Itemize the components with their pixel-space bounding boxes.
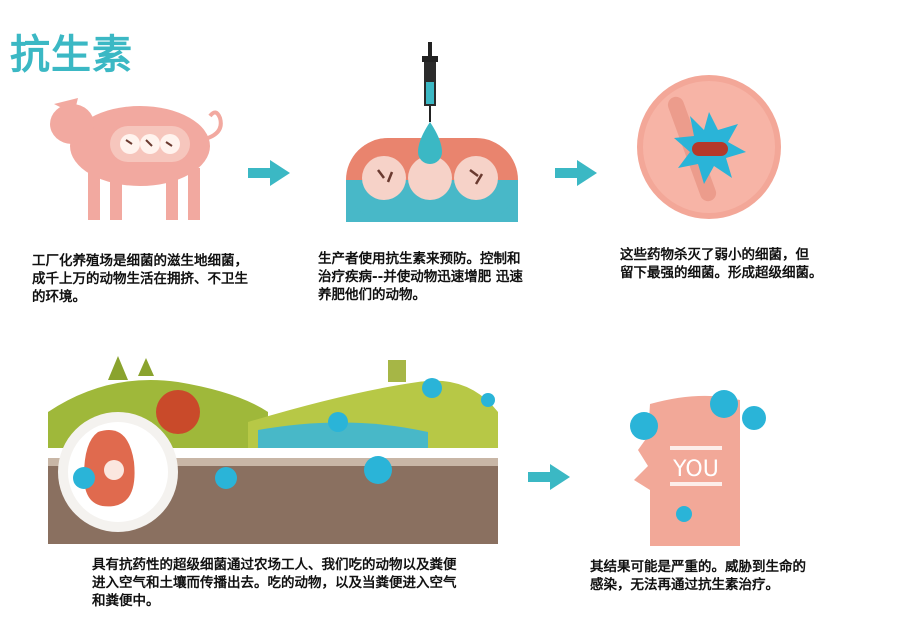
- pig-icon: [50, 98, 223, 220]
- caption-farm: 工厂化养殖场是细菌的滋生地细菌， 成千上万的动物生活在拥挤、不卫生 的环境。: [32, 253, 248, 305]
- head-sign-text: YOU: [672, 457, 719, 482]
- arrow-icon: [555, 160, 597, 186]
- arrow-icon: [528, 464, 570, 490]
- syringe-icon: [346, 42, 518, 222]
- caption-result: 其结果可能是严重的。威胁到生命的 感染，无法再通过抗生素治疗。: [590, 559, 806, 593]
- caption-inject: 生产者使用抗生素来预防。控制和 治疗疾病--并使动物迅速增肥 迅速 养肥他们的动…: [318, 251, 523, 303]
- arrow-icon: [248, 160, 290, 186]
- landscape-icon: [48, 356, 498, 544]
- cell-icon: [637, 75, 781, 219]
- caption-spread: 具有抗药性的超级细菌通过农场工人、我们吃的动物以及粪便 进入空气和土壤而传播出去…: [92, 557, 457, 609]
- caption-kill: 这些药物杀灭了弱小的细菌，但 留下最强的细菌。形成超级细菌。: [620, 247, 823, 281]
- head-icon: YOU: [630, 390, 766, 546]
- page-title: 抗生素: [10, 32, 133, 78]
